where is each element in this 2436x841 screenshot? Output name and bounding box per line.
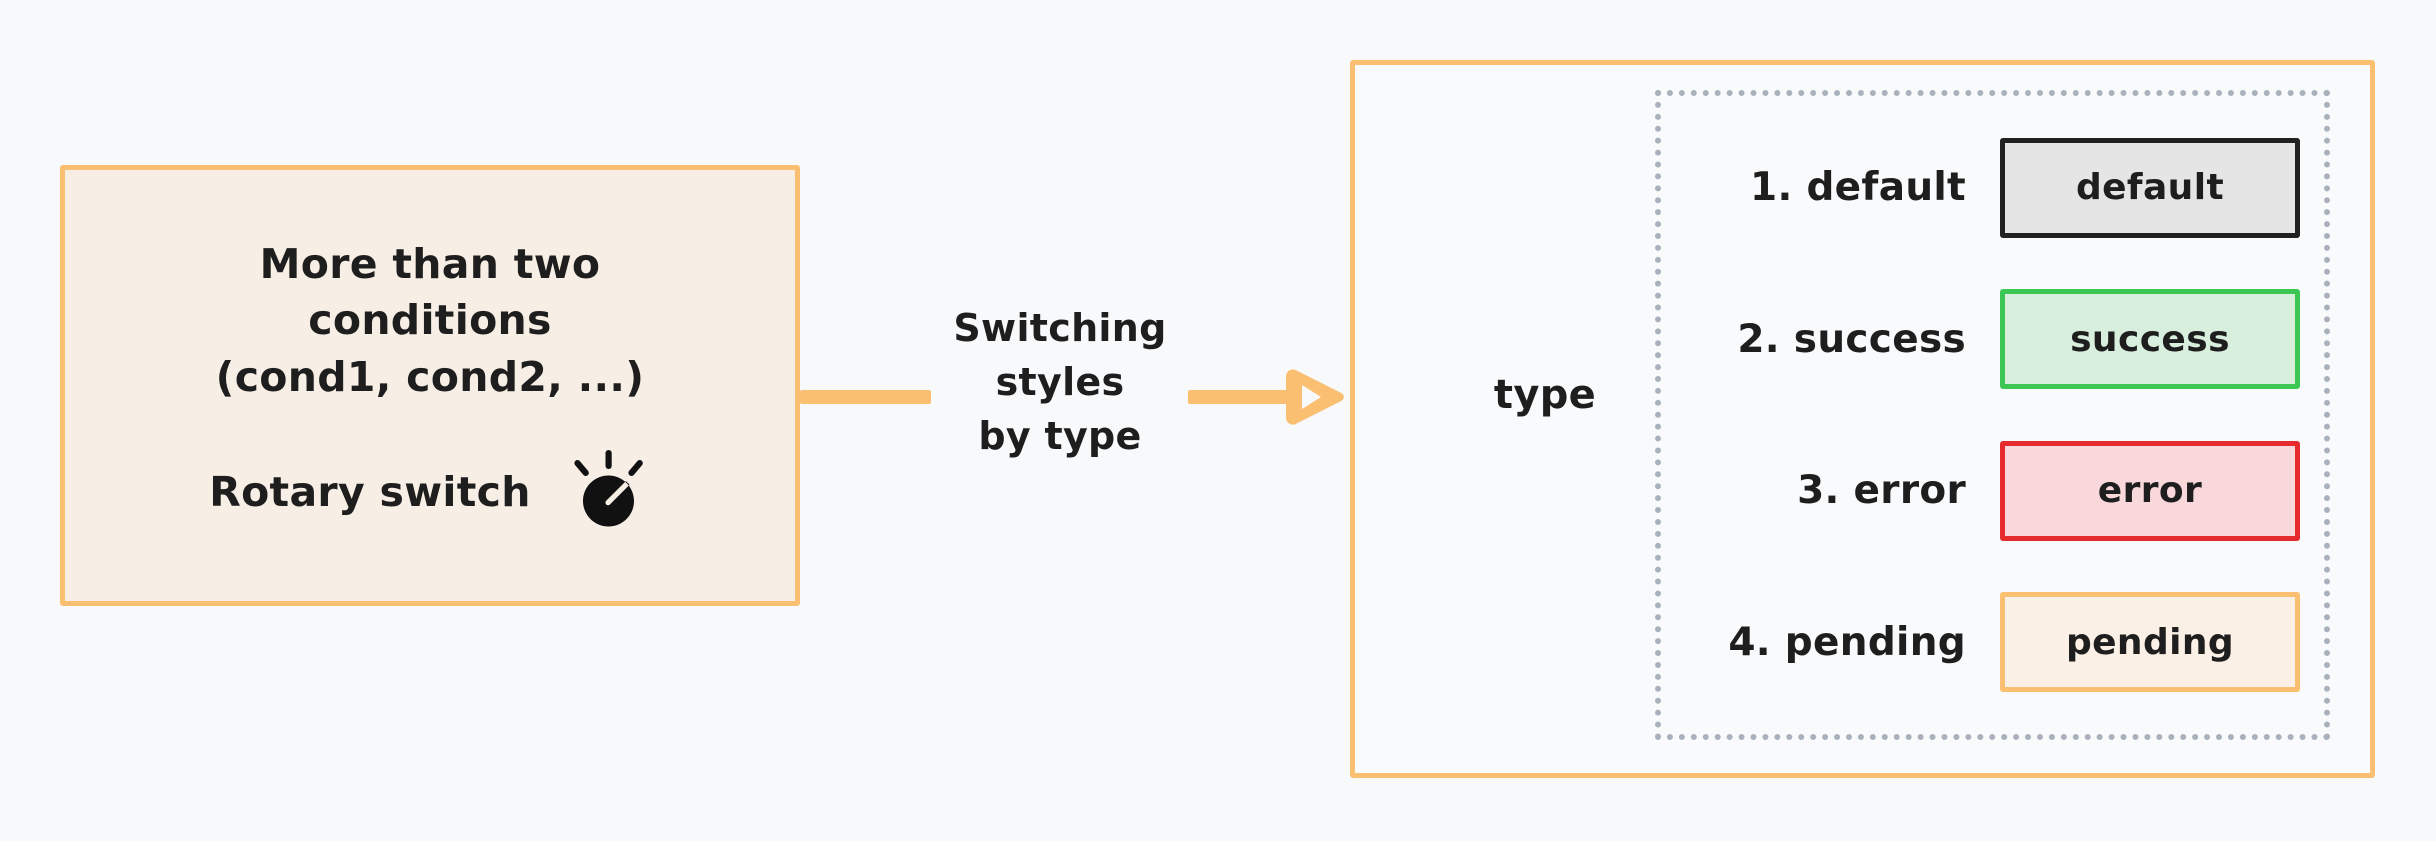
status-badge-pending[interactable]: pending xyxy=(2000,592,2300,693)
source-box-title: More than two conditions (cond1, cond2, … xyxy=(215,239,645,401)
rotary-switch-icon xyxy=(574,450,643,527)
type-row-label-default: 1. default xyxy=(1750,165,1966,211)
connector-arrow-icon xyxy=(1188,369,1344,425)
type-row-label-success: 2. success xyxy=(1737,316,1966,362)
rotary-switch-row: Rotary switch xyxy=(209,449,651,535)
status-badge-error[interactable]: error xyxy=(2000,440,2300,541)
type-options-list: 1. default default 2. success success 3.… xyxy=(1655,90,2330,740)
type-row-label-error: 3. error xyxy=(1797,468,1966,514)
list-item[interactable]: 2. success success xyxy=(1655,289,2300,390)
rotary-switch-label: Rotary switch xyxy=(209,468,531,517)
list-item[interactable]: 4. pending pending xyxy=(1655,592,2300,693)
source-condition-box: More than two conditions (cond1, cond2, … xyxy=(60,165,800,606)
type-row-label-pending: 4. pending xyxy=(1728,619,1966,665)
connector-line xyxy=(800,390,931,404)
list-item[interactable]: 3. error error xyxy=(1655,440,2300,541)
type-options-dotted-group xyxy=(1655,90,2330,740)
list-item[interactable]: 1. default default xyxy=(1655,137,2300,238)
connector-label: Switching styles by type xyxy=(953,306,1167,458)
status-badge-success[interactable]: success xyxy=(2000,289,2300,390)
type-group-label: type xyxy=(1493,372,1597,418)
status-badge-default[interactable]: default xyxy=(2000,137,2300,238)
